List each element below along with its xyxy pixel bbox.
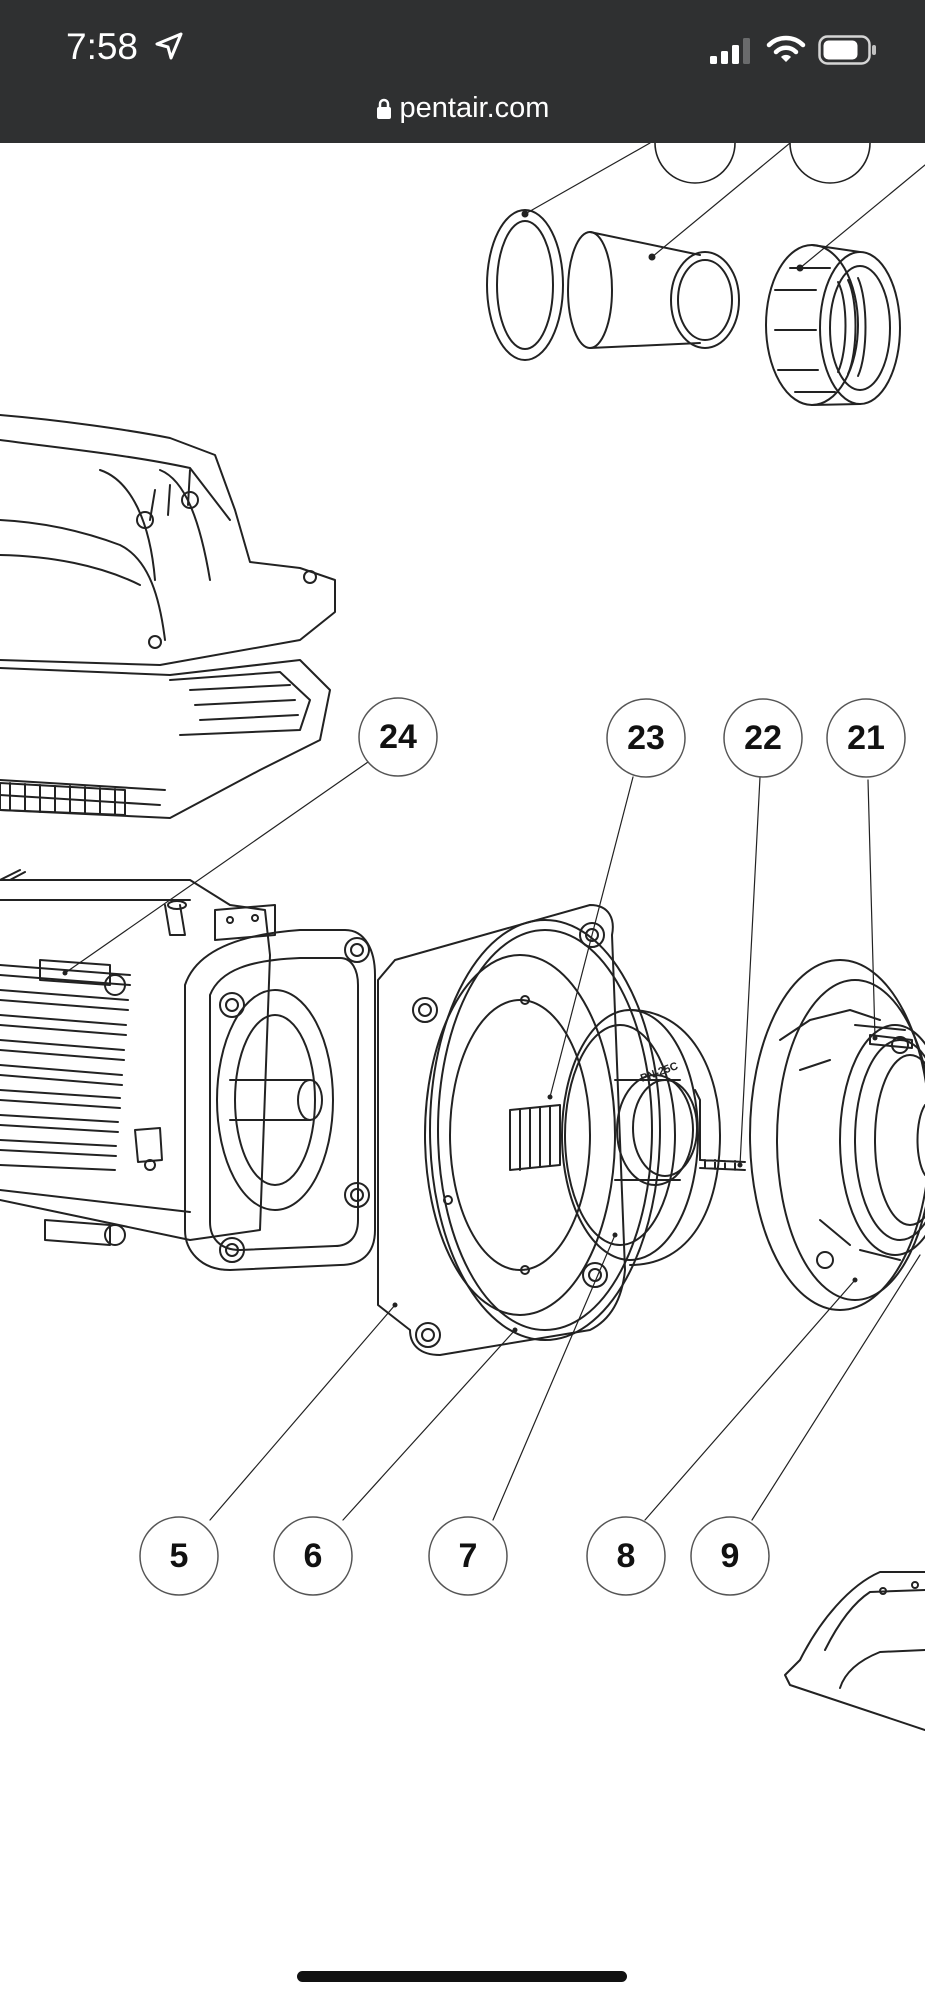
union-tailpiece [567,231,740,349]
callout-label: 21 [847,719,885,757]
callout-label: 9 [721,1537,740,1575]
strainer-housing-fragment [784,1571,925,1731]
callout-label: 5 [170,1537,189,1575]
callout-22[interactable]: 22 [723,698,803,778]
callout-7[interactable]: 7 [428,1516,508,1596]
callout-label: 24 [379,718,417,756]
callout-23[interactable]: 23 [606,698,686,778]
battery-icon [818,35,876,65]
callout-21[interactable]: 21 [826,698,906,778]
wifi-icon [766,35,806,62]
union-nut [765,244,901,406]
union-fitting-assembly [486,143,925,406]
union-o-ring [486,209,564,361]
status-time: 7:58 [66,26,184,68]
callout-24[interactable]: 24 [358,697,438,777]
callout-9[interactable]: 9 [690,1516,770,1596]
status-bar: 7:58 pentair.com [0,0,925,143]
callout-label: 6 [304,1537,323,1575]
callout-8[interactable]: 8 [586,1516,666,1596]
cellular-signal-icon [710,38,750,64]
impeller [509,1009,746,1266]
drive-housing [0,414,336,819]
lock-icon [376,99,391,120]
home-indicator[interactable] [297,1971,627,1982]
pump-body [839,1024,925,1256]
leader-lines [64,761,921,1521]
motor [0,869,376,1271]
callout-5[interactable]: 5 [139,1516,219,1596]
callout-label: 22 [744,719,782,757]
seal-plate-o-ring [429,919,661,1341]
callout-label: 8 [617,1537,636,1575]
url-text: pentair.com [399,92,550,124]
seal-plate [377,904,626,1356]
address-bar[interactable]: pentair.com [0,92,925,125]
callout-label: 7 [459,1537,478,1575]
exploded-parts-diagram[interactable]: PN-25C 24 23 22 21 5 6 7 8 9 [0,143,925,2000]
diffuser [749,959,925,1311]
location-arrow-icon [155,32,183,60]
clock-time: 7:58 [66,26,139,67]
callout-6[interactable]: 6 [273,1516,353,1596]
callout-label: 23 [627,719,665,757]
